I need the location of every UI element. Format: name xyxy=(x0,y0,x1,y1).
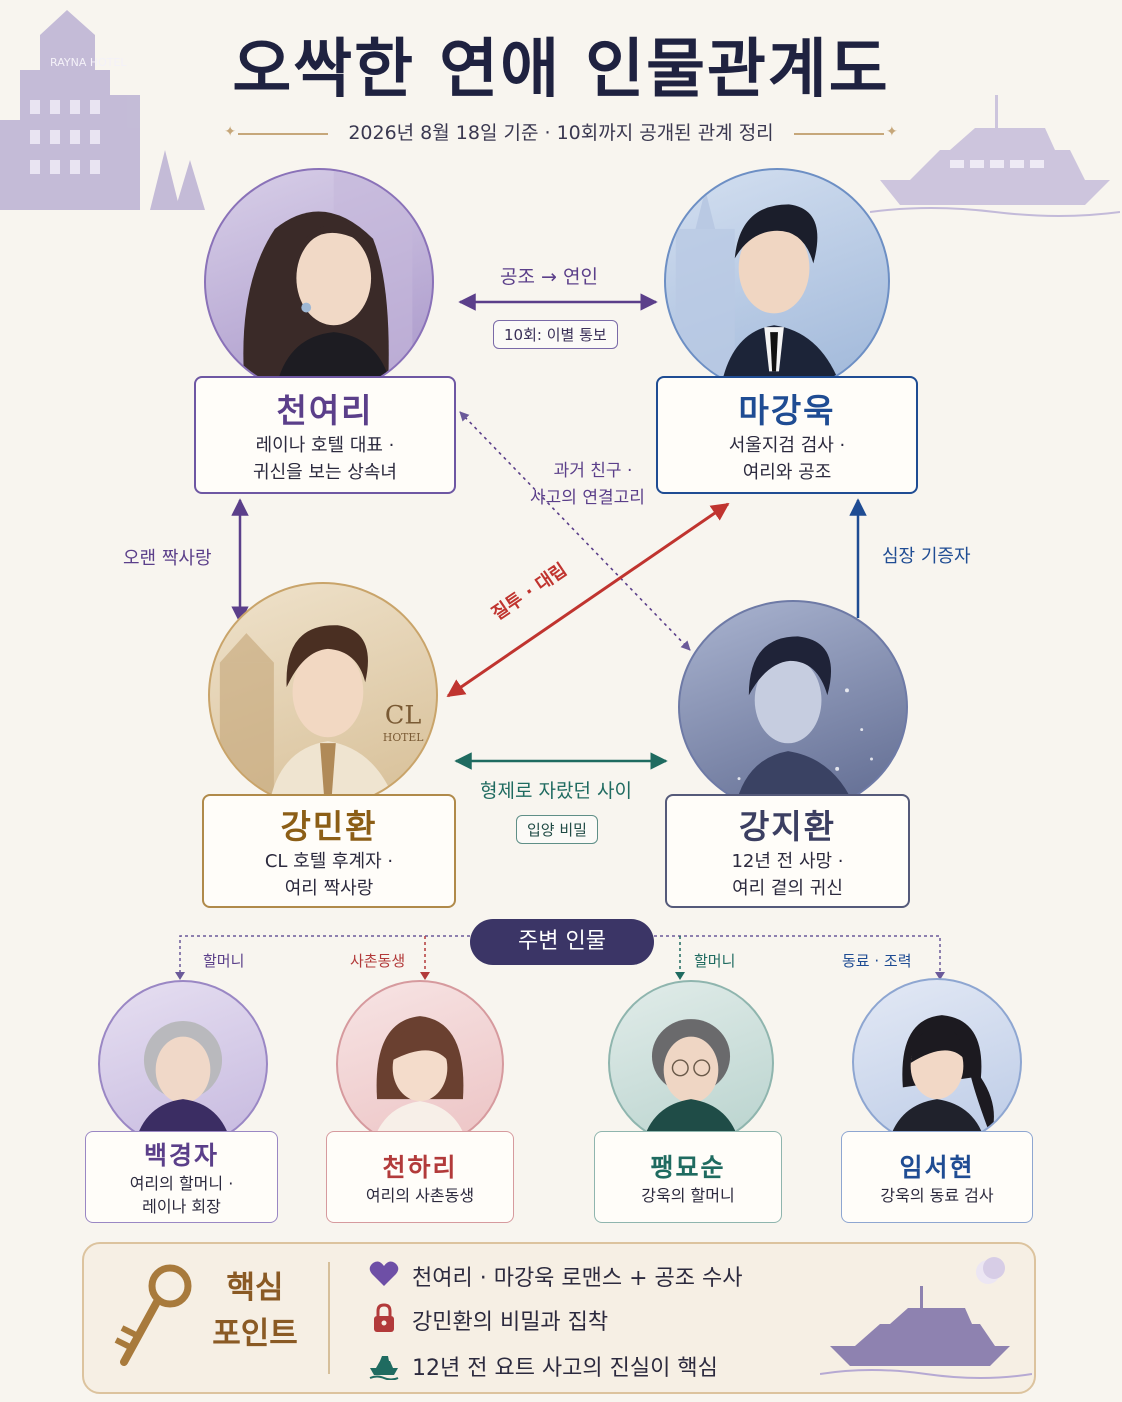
name-minhwan: 강민환 xyxy=(280,807,378,846)
portrait-minhwan: CL HOTEL xyxy=(208,582,438,808)
hotel-sign: RAYNA HOTEL xyxy=(50,56,127,69)
key-point-2: 강민환의 비밀과 집착 xyxy=(412,1310,609,1335)
card-gyeongja: 백경자 여리의 할머니 · 레이나 회장 xyxy=(85,1131,278,1223)
label-jihwan-ganguk: 심장 기증자 xyxy=(882,546,971,567)
side-relation-2: 사촌동생 xyxy=(350,952,406,970)
desc-seohyeon-1: 강욱의 동료 검사 xyxy=(880,1185,994,1205)
side-relation-1: 할머니 xyxy=(203,952,245,970)
ornament-left xyxy=(224,124,329,140)
desc-jihwan-1: 12년 전 사망 · xyxy=(731,851,844,872)
key-point-3: 12년 전 요트 사고의 진실이 핵심 xyxy=(412,1356,718,1381)
label-minhwan-jihwan: 형제로 자랐던 사이 xyxy=(480,780,632,802)
note-yeori-ganguk: 10회: 이별 통보 xyxy=(493,320,618,349)
hotel-illustration: RAYNA HOTEL xyxy=(0,10,205,210)
desc-gyeongja-2: 레이나 회장 xyxy=(142,1197,221,1216)
key-points-divider xyxy=(328,1262,330,1374)
desc-ganguk-1: 서울지검 검사 · xyxy=(728,435,846,456)
card-yeori: 천여리 레이나 호텔 대표 · 귀신을 보는 상속녀 xyxy=(194,376,456,494)
name-yeori: 천여리 xyxy=(276,391,374,430)
side-relation-4: 동료 · 조력 xyxy=(842,952,912,970)
desc-jihwan-2: 여리 곁의 귀신 xyxy=(732,878,843,899)
desc-hari-1: 여리의 사촌동생 xyxy=(365,1185,475,1205)
portrait-myosun xyxy=(608,980,774,1146)
portrait-yeori-art xyxy=(243,170,413,394)
key-point-1: 천여리 · 마강욱 로맨스 + 공조 수사 xyxy=(412,1266,743,1291)
page-title: 오싹한 연애 인물관계도 xyxy=(232,33,890,107)
card-jihwan: 강지환 12년 전 사망 · 여리 곁의 귀신 xyxy=(665,794,910,908)
portrait-seohyeon-art xyxy=(888,1015,994,1144)
ship-icon xyxy=(369,1356,399,1380)
key-points-title-1: 핵심 xyxy=(226,1270,284,1306)
name-jihwan: 강지환 xyxy=(738,807,837,846)
name-hari: 천하리 xyxy=(382,1152,458,1182)
subtitle-row: 2026년 8월 18일 기준 · 10회까지 공개된 관계 정리 xyxy=(0,118,1122,145)
name-gyeongja: 백경자 xyxy=(143,1141,219,1170)
card-minhwan: 강민환 CL 호텔 후계자 · 여리 짝사랑 xyxy=(202,794,456,908)
card-ganguk: 마강욱 서울지검 검사 · 여리와 공조 xyxy=(656,376,918,494)
desc-yeori-2: 귀신을 보는 상속녀 xyxy=(253,462,397,483)
desc-myosun-1: 강욱의 할머니 xyxy=(641,1185,735,1205)
ornament-right xyxy=(793,124,898,140)
name-seohyeon: 임서현 xyxy=(899,1152,975,1182)
portrait-yeori xyxy=(204,168,434,396)
card-seohyeon: 임서현 강욱의 동료 검사 xyxy=(841,1131,1033,1223)
side-relation-3: 할머니 xyxy=(694,952,736,970)
note-minhwan-jihwan: 입양 비밀 xyxy=(516,815,598,844)
portrait-seohyeon xyxy=(852,978,1022,1146)
portrait-minhwan-art: CL HOTEL xyxy=(219,625,424,806)
portrait-myosun-art xyxy=(642,1019,740,1144)
desc-minhwan-2: 여리 짝사랑 xyxy=(284,878,374,899)
portrait-ganguk-art xyxy=(675,189,843,392)
key-points-title: 핵심 포인트 xyxy=(200,1265,310,1357)
name-ganguk: 마강욱 xyxy=(738,391,836,430)
key-points-title-2: 포인트 xyxy=(212,1316,298,1352)
label-yeori-jihwan-2: 사고의 연결고리 xyxy=(530,488,645,508)
portrait-gyeongja xyxy=(98,980,268,1148)
desc-gyeongja-1: 여리의 할머니 · xyxy=(129,1174,234,1193)
name-myosun: 팽묘순 xyxy=(650,1152,726,1182)
night-yacht-illustration xyxy=(820,1257,1032,1379)
desc-yeori-1: 레이나 호텔 대표 · xyxy=(255,435,395,456)
label-yeori-minhwan: 오랜 짝사랑 xyxy=(123,548,212,569)
key-icon xyxy=(114,1264,192,1366)
portrait-gyeongja-art xyxy=(134,1021,232,1146)
portrait-ganguk xyxy=(664,168,890,394)
portrait-hari-art xyxy=(372,1016,468,1146)
side-characters-title: 주변 인물 xyxy=(470,919,654,965)
portrait-hari xyxy=(336,980,504,1148)
cl-hotel-sign-line1: CL xyxy=(385,700,422,730)
label-yeori-ganguk: 공조 → 연인 xyxy=(500,266,598,288)
yacht-illustration xyxy=(870,95,1120,217)
lock-icon xyxy=(374,1303,394,1332)
desc-minhwan-1: CL 호텔 후계자 · xyxy=(264,851,394,872)
key-points-box xyxy=(82,1242,1036,1394)
desc-ganguk-2: 여리와 공조 xyxy=(742,462,832,483)
card-hari: 천하리 여리의 사촌동생 xyxy=(326,1131,514,1223)
portrait-jihwan-art xyxy=(734,636,873,812)
label-yeori-jihwan-1: 과거 친구 · xyxy=(553,461,633,481)
cl-hotel-sign-line2: HOTEL xyxy=(383,731,424,744)
line-minhwan-ganguk xyxy=(446,502,730,698)
subtitle: 2026년 8월 18일 기준 · 10회까지 공개된 관계 정리 xyxy=(348,122,774,144)
card-myosun: 팽묘순 강욱의 할머니 xyxy=(594,1131,782,1223)
heart-icon xyxy=(369,1261,399,1286)
portrait-jihwan xyxy=(678,600,908,814)
